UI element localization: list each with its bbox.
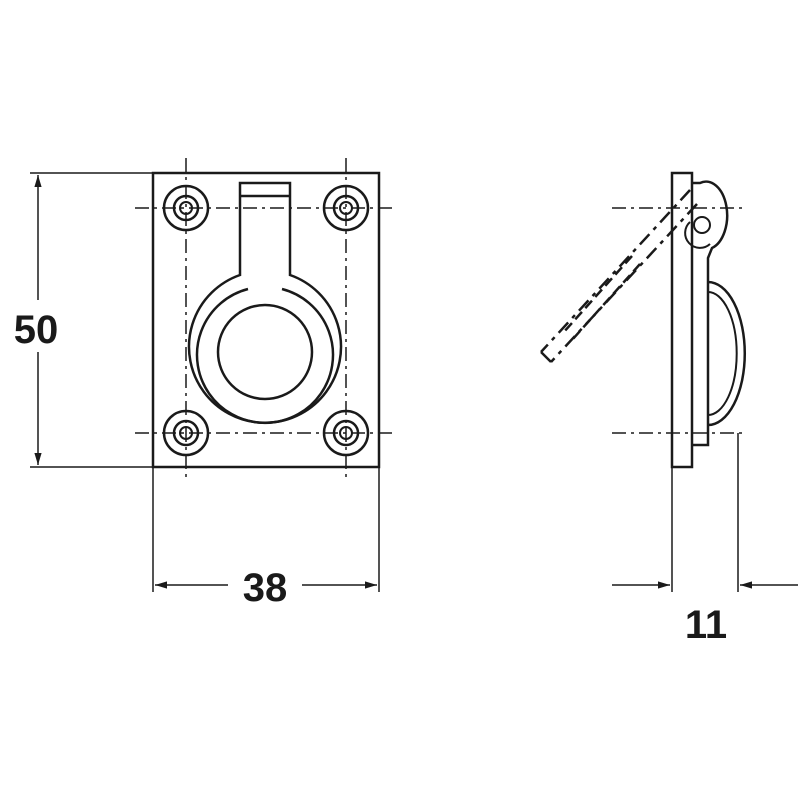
- side-hinge-pin: [693, 216, 711, 234]
- side-ring-housing: [692, 180, 729, 447]
- side-dimensions: [612, 433, 798, 592]
- front-dimensions: [30, 172, 380, 592]
- screw-hole-top-left: [162, 184, 210, 232]
- side-dome-inner: [707, 291, 738, 416]
- ring-bevel: [195, 287, 335, 425]
- screw-hole-bottom-left: [162, 409, 210, 457]
- side-ring-lifted-phantom: [540, 189, 698, 363]
- front-plate-outline: [151, 171, 381, 469]
- width-dimension-label: 38: [243, 566, 288, 610]
- side-centerlines: [612, 207, 742, 434]
- height-dimension-label: 50: [14, 308, 59, 352]
- screw-hole-top-right: [322, 184, 370, 232]
- front-view: [135, 158, 395, 482]
- ring-hole: [216, 303, 314, 401]
- side-view: [612, 171, 747, 469]
- screw-hole-bottom-right: [322, 409, 370, 457]
- side-plate-outline: [670, 171, 694, 469]
- depth-dimension-label: 11: [685, 603, 727, 647]
- ring-recess-outline: [187, 181, 343, 424]
- side-hinge-curl: [684, 221, 711, 249]
- side-dome: [707, 280, 747, 427]
